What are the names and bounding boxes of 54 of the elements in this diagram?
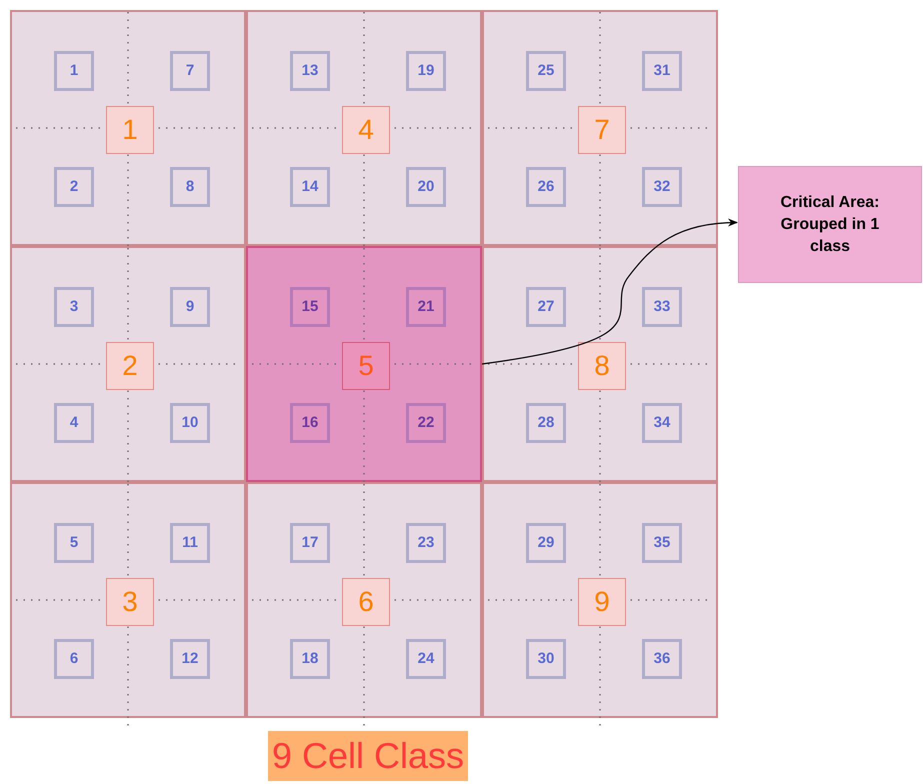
sub-cell-box: 34 <box>642 403 682 443</box>
sub-cell-box: 33 <box>642 287 682 327</box>
sub-cell-box: 8 <box>170 167 210 207</box>
sub-cell-box: 4 <box>54 403 94 443</box>
sub-cell-box: 26 <box>526 167 566 207</box>
sub-cell-box: 31 <box>642 51 682 91</box>
cell-number-box: 9 <box>578 578 626 626</box>
sub-cell-box: 18 <box>290 639 330 679</box>
sub-cell-box: 25 <box>526 51 566 91</box>
sub-cell-box: 20 <box>406 167 446 207</box>
highlighted-grid-cell <box>246 246 482 482</box>
grid-cell <box>10 246 246 482</box>
sub-cell-box: 15 <box>290 287 330 327</box>
sub-cell-box: 5 <box>54 523 94 563</box>
cell-number-box: 7 <box>578 106 626 154</box>
sub-cell-box: 3 <box>54 287 94 327</box>
sub-cell-box: 6 <box>54 639 94 679</box>
sub-cell-box: 2 <box>54 167 94 207</box>
sub-cell-box: 11 <box>170 523 210 563</box>
arrow <box>482 218 738 365</box>
cell-number-box: 4 <box>342 106 390 154</box>
sub-cell-box: 28 <box>526 403 566 443</box>
sub-cell-box: 36 <box>642 639 682 679</box>
sub-cell-box: 1 <box>54 51 94 91</box>
sub-cell-box: 12 <box>170 639 210 679</box>
grid-cell <box>10 10 246 246</box>
caption: 9 Cell Class <box>268 731 468 781</box>
sub-cell-box: 35 <box>642 523 682 563</box>
sub-cell-box: 9 <box>170 287 210 327</box>
sub-cell-box: 7 <box>170 51 210 91</box>
sub-cell-box: 10 <box>170 403 210 443</box>
grid-cell <box>482 10 718 246</box>
cell-number-box: 3 <box>106 578 154 626</box>
cell-number-box: 8 <box>578 342 626 390</box>
sub-cell-box: 29 <box>526 523 566 563</box>
sub-cell-box: 17 <box>290 523 330 563</box>
sub-cell-box: 32 <box>642 167 682 207</box>
cell-number-box: 1 <box>106 106 154 154</box>
sub-cell-box: 27 <box>526 287 566 327</box>
callout-box: Critical Area: Grouped in 1 class <box>738 166 922 283</box>
sub-cell-box: 21 <box>406 287 446 327</box>
cell-number-box: 2 <box>106 342 154 390</box>
sub-cell-box: 14 <box>290 167 330 207</box>
sub-cell-box: 22 <box>406 403 446 443</box>
sub-cell-box: 30 <box>526 639 566 679</box>
sub-cell-box: 19 <box>406 51 446 91</box>
cell-number-box: 6 <box>342 578 390 626</box>
sub-cell-box: 24 <box>406 639 446 679</box>
sub-cell-box: 23 <box>406 523 446 563</box>
sub-cell-box: 16 <box>290 403 330 443</box>
cell-number-box: 5 <box>342 342 390 390</box>
grid-cell <box>246 10 482 246</box>
sub-cell-box: 13 <box>290 51 330 91</box>
grid-cell <box>482 246 718 482</box>
